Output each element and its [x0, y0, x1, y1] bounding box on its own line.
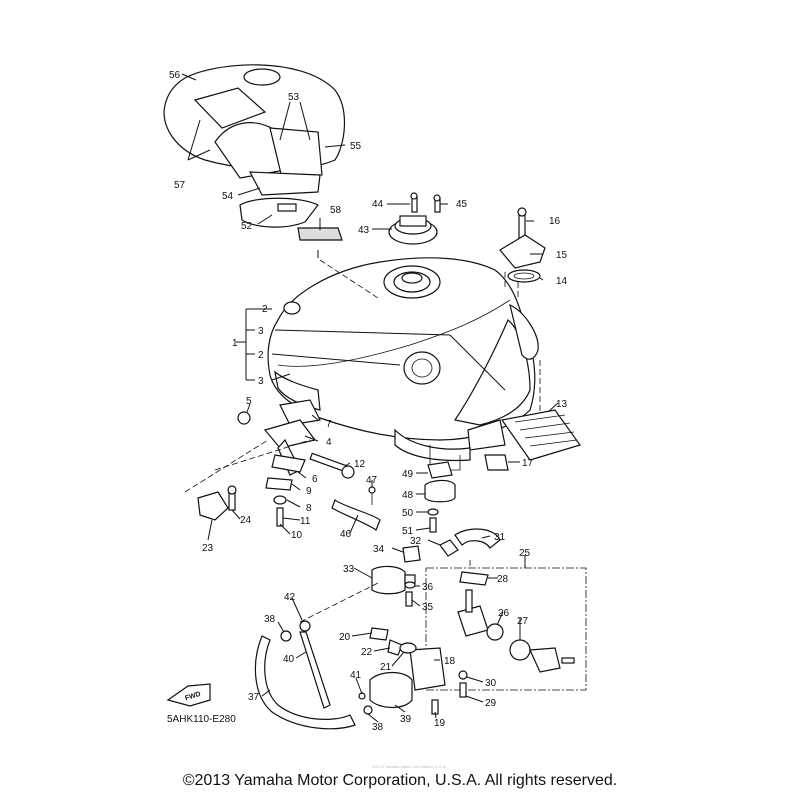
callout-52: 52 [241, 221, 253, 232]
callout-43: 43 [358, 225, 370, 236]
callout-25: 25 [519, 548, 531, 559]
side-parts-right [484, 207, 581, 471]
watermark: ©2013 Yamaha Motor Corporation, U.S.A. [372, 764, 447, 769]
tank-cover-assembly [163, 64, 346, 241]
callout-36: 36 [422, 582, 434, 593]
callout-14: 14 [556, 276, 568, 287]
fuel-pump-assembly [358, 627, 446, 715]
callout-38a: 38 [264, 614, 276, 625]
callout-33: 33 [343, 564, 355, 575]
callout-7: 7 [326, 419, 332, 430]
callout-24: 24 [240, 515, 252, 526]
bracket-assembly-left [197, 399, 355, 527]
callout-48: 48 [402, 490, 414, 501]
leader-lines [181, 73, 559, 723]
callout-31: 31 [494, 532, 506, 543]
hoses-and-fittings [331, 461, 501, 607]
callout-16: 16 [549, 216, 561, 227]
callout-47: 47 [366, 475, 378, 486]
callout-44: 44 [372, 199, 384, 210]
callout-11: 11 [300, 516, 311, 527]
callout-50: 50 [402, 508, 414, 519]
callout-1: 1 [232, 338, 238, 349]
callout-51: 51 [402, 526, 414, 537]
fwd-arrow-icon: FWD [166, 683, 211, 707]
callout-55: 55 [350, 141, 362, 152]
callout-3a: 3 [258, 326, 264, 337]
callout-10: 10 [291, 530, 303, 541]
callout-28: 28 [497, 574, 509, 585]
callout-37: 37 [248, 692, 260, 703]
callout-46: 46 [340, 529, 352, 540]
callout-26: 26 [498, 608, 510, 619]
callout-41: 41 [350, 670, 362, 681]
callout-9: 9 [306, 486, 312, 497]
callout-53: 53 [288, 92, 300, 103]
callout-57: 57 [174, 180, 186, 191]
callout-42: 42 [284, 592, 296, 603]
callout-30: 30 [485, 678, 497, 689]
callout-2a: 2 [262, 304, 268, 315]
callout-21: 21 [380, 662, 392, 673]
svg-text:FWD: FWD [184, 691, 201, 703]
callout-39: 39 [400, 714, 412, 725]
copyright-notice: ©2013 Yamaha Motor Corporation, U.S.A. A… [182, 772, 618, 789]
callout-49: 49 [402, 469, 414, 480]
callout-13: 13 [556, 399, 568, 410]
callout-56: 56 [169, 70, 181, 81]
callout-38b: 38 [372, 722, 384, 733]
filler-cap-assembly [388, 192, 441, 245]
callout-23: 23 [202, 543, 214, 554]
callout-20: 20 [339, 632, 351, 643]
callout-8: 8 [306, 503, 312, 514]
callout-22: 22 [361, 647, 373, 658]
diagram-code: 5AHK110-E280 [167, 714, 236, 725]
callout-18: 18 [444, 656, 456, 667]
callout-19: 19 [434, 718, 446, 729]
callout-54: 54 [222, 191, 234, 202]
callout-29: 29 [485, 698, 497, 709]
callout-58: 58 [330, 205, 342, 216]
hose-37-40 [254, 620, 356, 730]
callout-40: 40 [283, 654, 295, 665]
callout-45: 45 [456, 199, 468, 210]
callout-27: 27 [517, 616, 529, 627]
callout-5: 5 [246, 396, 252, 407]
callout-2b: 2 [258, 350, 264, 361]
callout-12: 12 [354, 459, 366, 470]
callout-4: 4 [326, 437, 332, 448]
callout-32: 32 [410, 536, 422, 547]
callout-6: 6 [312, 474, 318, 485]
fuel-cock-assembly [425, 567, 587, 698]
callout-34: 34 [373, 544, 385, 555]
callout-3b: 3 [258, 376, 264, 387]
callout-35: 35 [422, 602, 434, 613]
callout-15: 15 [556, 250, 568, 261]
callout-17: 17 [522, 458, 534, 469]
callout-labels: 56 53 55 57 54 52 58 44 45 43 16 15 14 2… [169, 70, 568, 733]
